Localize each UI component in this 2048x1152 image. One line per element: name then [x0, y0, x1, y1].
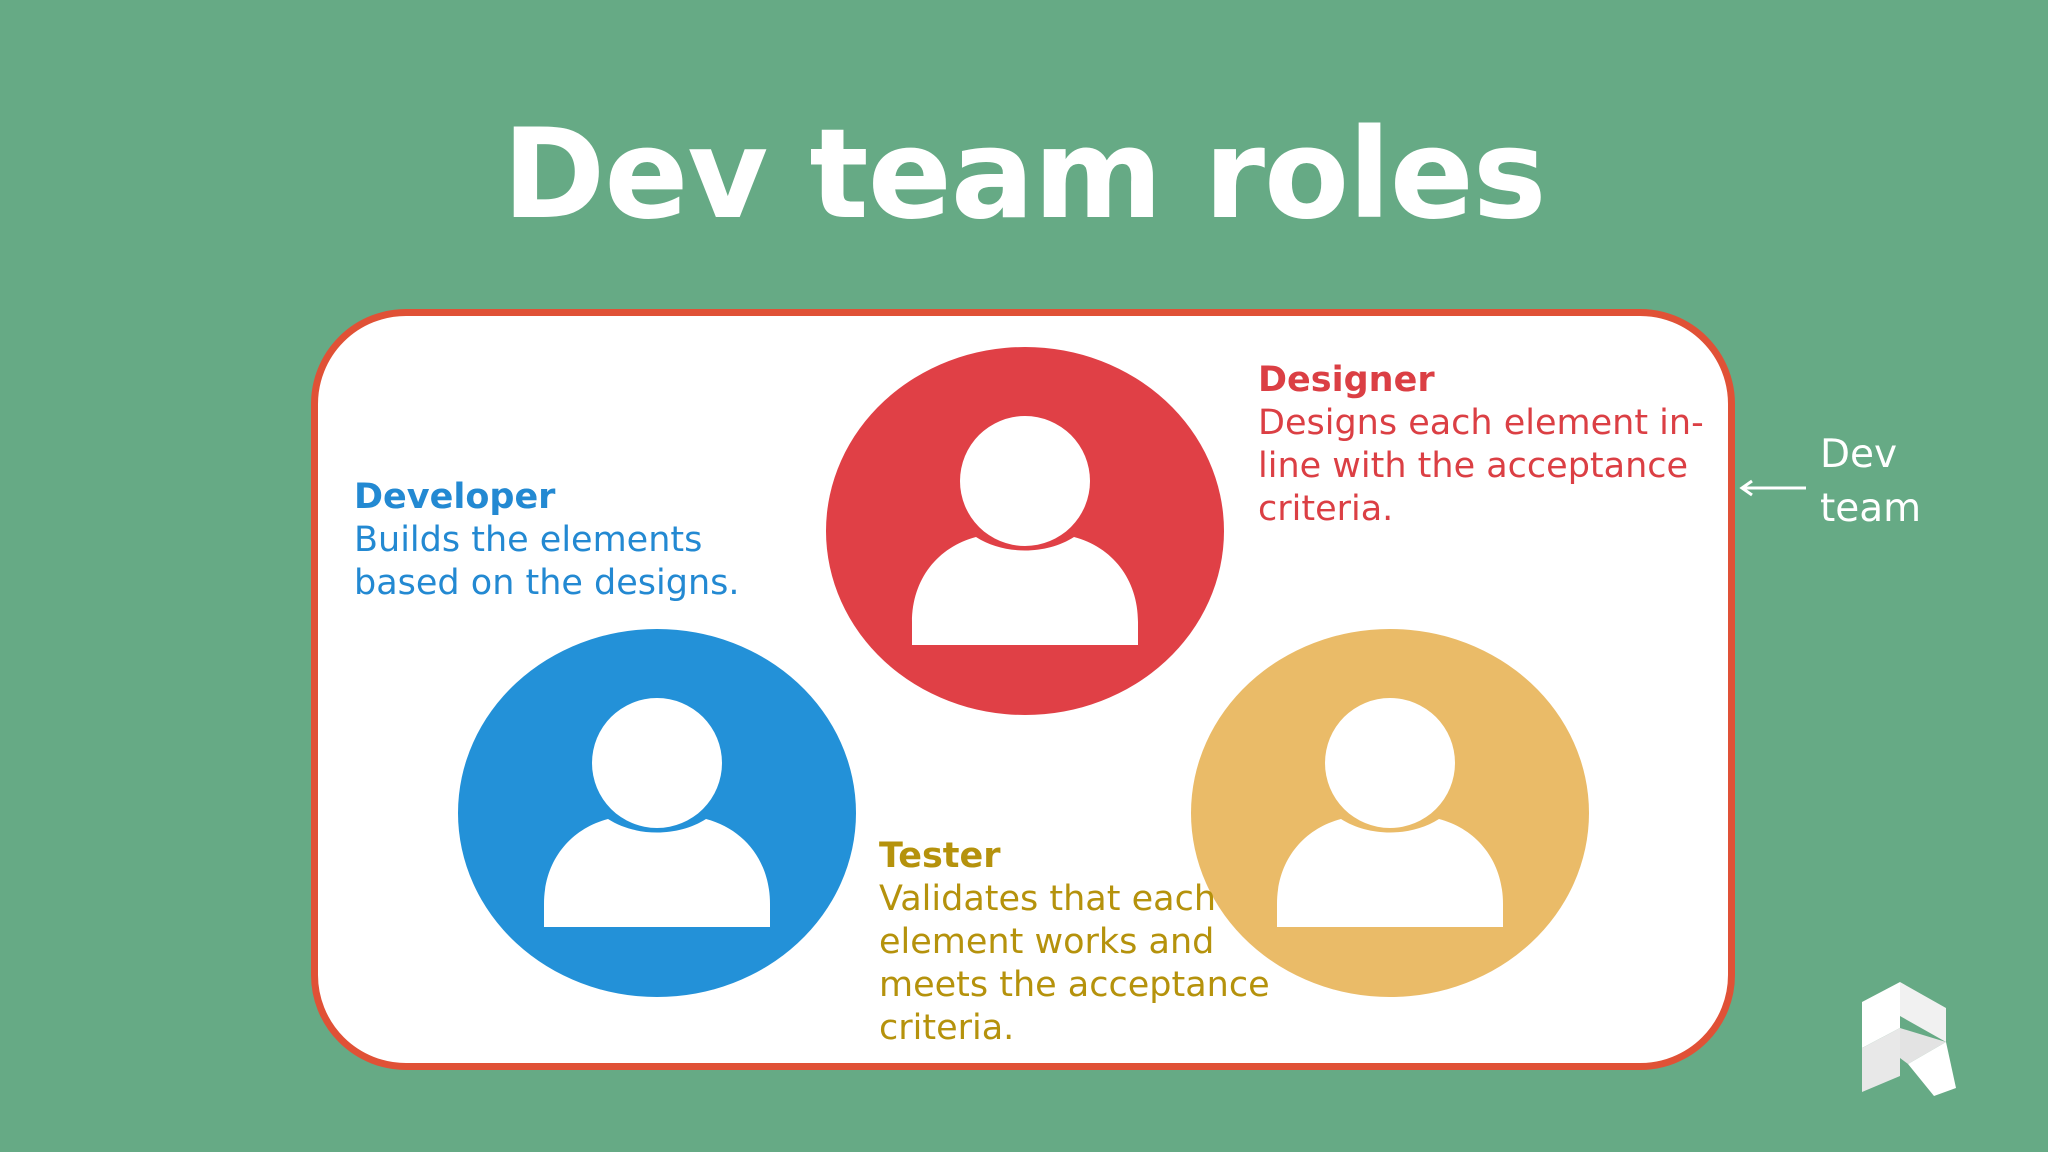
designer-avatar	[826, 347, 1224, 715]
person-icon	[826, 347, 1224, 715]
person-icon	[458, 629, 856, 997]
developer-avatar	[458, 629, 856, 997]
developer-role-name: Developer	[354, 477, 556, 517]
tester-role-name: Tester	[879, 836, 1001, 876]
tester-avatar	[1191, 629, 1589, 997]
designer-role: Designer Designs each element in-line wi…	[1258, 359, 1718, 531]
designer-role-description: Designs each element in-line with the ac…	[1258, 403, 1704, 529]
brand-logo-icon	[1862, 982, 1956, 1096]
designer-role-name: Designer	[1258, 360, 1435, 400]
tester-role-description: Validates that each element works and me…	[879, 879, 1270, 1048]
person-icon	[1191, 629, 1589, 997]
tester-role: Tester Validates that each element works…	[879, 835, 1279, 1050]
arrow-left-icon	[1739, 479, 1806, 497]
slide-title: Dev team roles	[502, 103, 1546, 247]
developer-role-description: Builds the elements based on the designs…	[354, 520, 740, 603]
dev-team-label: Dev team	[1820, 432, 1922, 531]
developer-role: Developer Builds the elements based on t…	[354, 476, 774, 605]
